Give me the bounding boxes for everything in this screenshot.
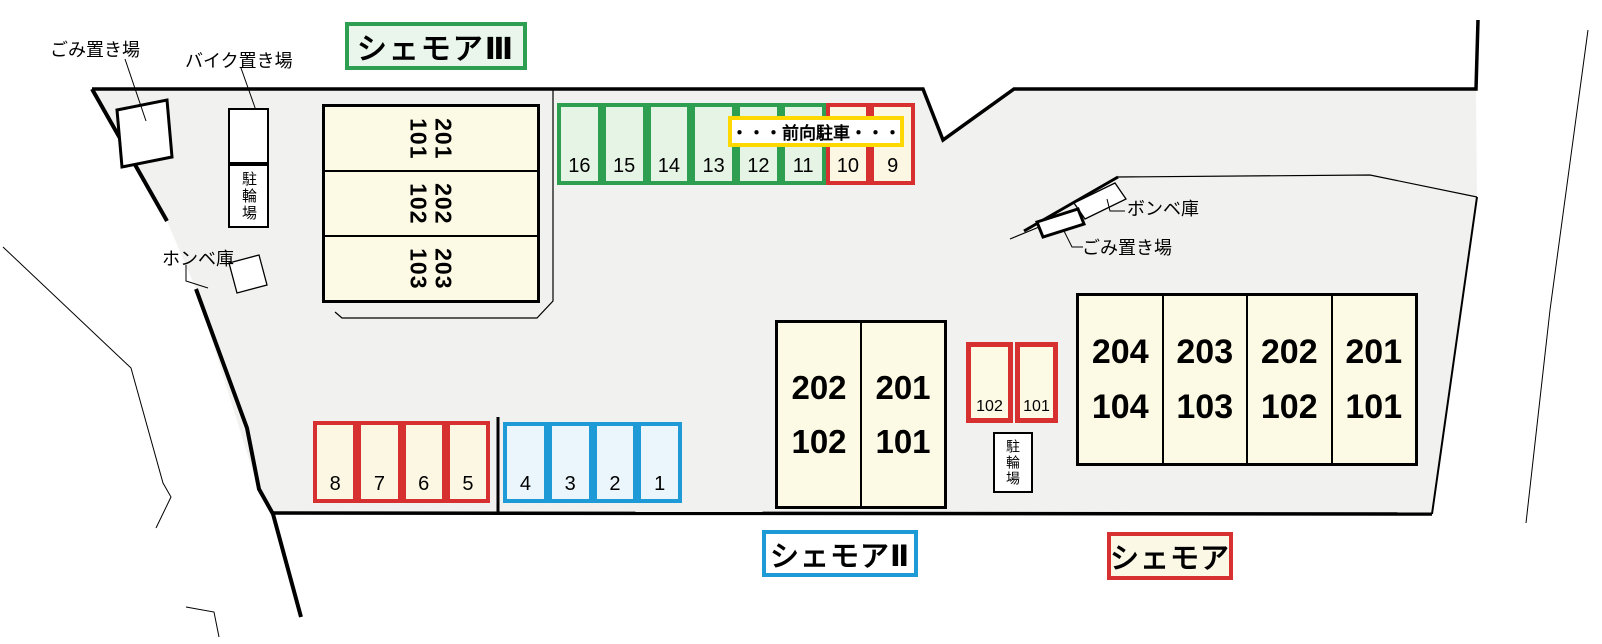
leader-cylinder-left	[185, 265, 209, 289]
cylinder-shed-left-label: ホンベ庫	[162, 249, 234, 269]
leader-cylinder-right	[1106, 198, 1125, 212]
garbage-area-left-label: ごみ置き場	[50, 40, 140, 60]
space-number: 6	[418, 473, 430, 495]
unit-number: 103	[1176, 387, 1234, 426]
space-number: 11	[792, 155, 814, 177]
parking-space-8: 8	[313, 421, 358, 503]
bicycle-parking-left-label: 駐輪場	[240, 170, 257, 222]
building2-col-1: 202 102	[778, 323, 860, 506]
title-chemoir2: シェモアⅡ	[762, 530, 918, 577]
space-number: 16	[568, 155, 591, 177]
building1-col-3: 202 102	[1246, 296, 1331, 463]
building1-col-4: 201 101	[1330, 296, 1416, 463]
leader-garbage-right	[1063, 230, 1083, 248]
road-line-bottom-left	[185, 606, 220, 638]
building-chemoir1: 204 104 203 103 202 102 201 101	[1076, 293, 1418, 466]
unit-number: 103	[406, 247, 432, 290]
unit-number: 104	[1091, 387, 1149, 426]
south-parking-red-row: 8 7 6 5	[313, 421, 490, 503]
space-number: 9	[887, 155, 899, 177]
building2-col-2: 201 101	[860, 323, 944, 506]
space-number: 15	[613, 155, 636, 177]
unit-number: 202	[1260, 332, 1318, 371]
building-chemoir2: 202 102 201 101	[775, 320, 947, 509]
building1-col-1: 204 104	[1079, 296, 1162, 463]
building1-col-2: 203 103	[1161, 296, 1247, 463]
parking-space-15: 15	[601, 103, 647, 185]
unit-number: 101	[1345, 387, 1403, 426]
space-number: 4	[519, 473, 531, 495]
cylinder-shed-left-shape	[228, 254, 268, 294]
unit-number: 102	[791, 422, 847, 460]
building3-enclosure-line	[334, 90, 554, 319]
unit-number: 203	[1176, 332, 1234, 371]
title-chemoir1: シェモア	[1107, 532, 1233, 580]
unit-number: 201	[1345, 332, 1403, 371]
boundary-right	[1431, 196, 1478, 515]
road-line-far-left	[2, 246, 172, 529]
parking-space-2: 2	[592, 422, 638, 503]
space-number: 7	[373, 473, 385, 495]
garbage-area-right-shape	[1035, 207, 1086, 239]
space-number: 13	[702, 155, 725, 177]
bike-storage-label: バイク置き場	[185, 51, 293, 71]
parking-space-16: 16	[557, 103, 602, 185]
leader-garbage-left	[124, 58, 147, 122]
unit-number: 201	[875, 368, 931, 406]
south-parking-blue-row: 4 3 2 1	[503, 422, 682, 503]
space-number: 2	[609, 473, 621, 495]
space-number: 8	[329, 473, 341, 495]
unit-number: 204	[1091, 332, 1149, 371]
unit-number: 102	[406, 182, 432, 225]
space-number: 14	[657, 155, 680, 177]
garbage-area-right-label: ごみ置き場	[1082, 238, 1172, 258]
bicycle-parking-right-label: 駐輪場	[1005, 438, 1021, 487]
space-number: 5	[462, 473, 474, 495]
title-chemoir3: シェモアⅢ	[345, 22, 527, 70]
parking-space-5: 5	[445, 421, 490, 503]
space-number: 102	[976, 398, 1003, 415]
space-number: 1	[654, 473, 666, 495]
unit-number: 202	[430, 182, 457, 225]
bicycle-parking-right-box: 駐輪場	[993, 432, 1033, 493]
bicycle-parking-left-box: 駐輪場	[228, 164, 269, 228]
parking-space-6: 6	[401, 421, 446, 503]
parking-space-3: 3	[547, 422, 593, 503]
boundary-top	[92, 19, 1480, 143]
bike-storage-box	[228, 108, 269, 164]
parking-space-102: 102	[966, 342, 1013, 423]
unit-number: 101	[875, 422, 931, 460]
space-number: 101	[1023, 398, 1050, 415]
space-number: 3	[564, 473, 576, 495]
road-line-far-right	[1525, 29, 1589, 524]
space-number: 12	[747, 155, 770, 177]
space-number: 10	[836, 155, 859, 177]
unit-number: 203	[430, 247, 457, 290]
parking-space-14: 14	[646, 103, 692, 185]
unit-number: 202	[791, 368, 847, 406]
unit-number: 201	[430, 117, 457, 160]
parking-space-1: 1	[637, 422, 682, 503]
parking-space-101: 101	[1015, 342, 1058, 423]
road-line-right-inner	[1116, 174, 1478, 198]
unit-number: 102	[1260, 387, 1318, 426]
parking-space-4: 4	[503, 422, 548, 503]
cylinder-shed-right-label: ボンベ庫	[1127, 199, 1199, 219]
forward-parking-banner: ・・・前向駐車・・・	[728, 116, 904, 147]
parking-space-7: 7	[357, 421, 402, 503]
unit-number: 101	[406, 117, 432, 160]
boundary-bottom	[271, 511, 1433, 516]
garbage-area-left-shape	[115, 98, 174, 169]
boundary-left-lower	[194, 288, 303, 618]
